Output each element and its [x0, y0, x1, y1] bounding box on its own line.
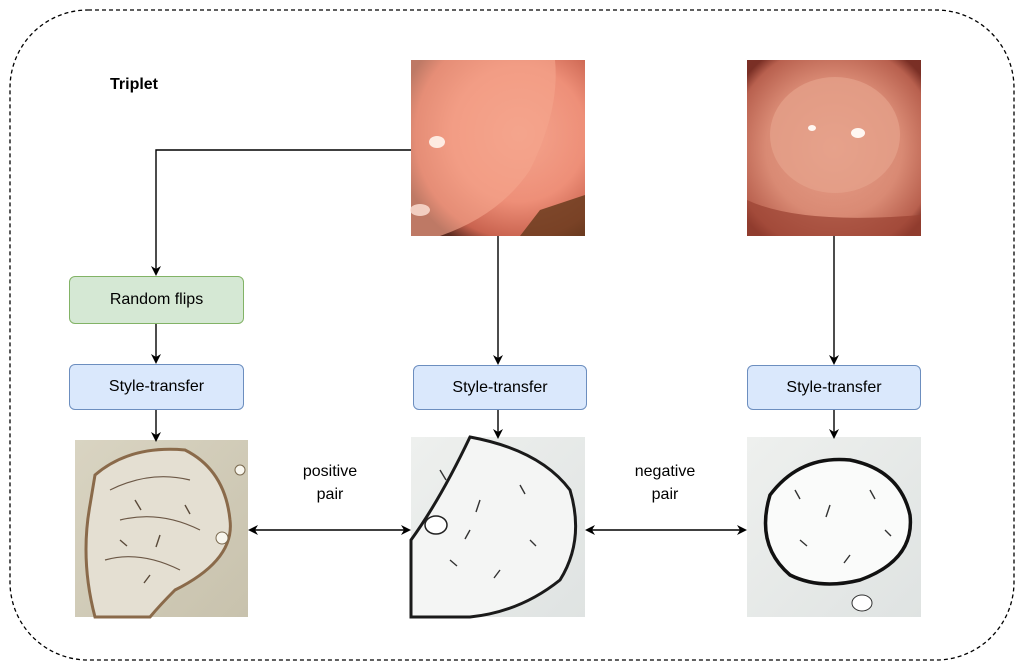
- style-transfer-box-left: Style-transfer: [69, 364, 244, 410]
- positive-pair-label: positive pair: [285, 460, 375, 506]
- stylized-anchor-image: [411, 437, 585, 617]
- diagram-title: Triplet: [110, 76, 158, 94]
- negative-pair-line1: negative: [620, 460, 710, 483]
- style-transfer-box-right: Style-transfer: [747, 365, 921, 410]
- stylized-negative-image: [747, 437, 921, 617]
- stylized-flipped-image: [75, 440, 248, 617]
- negative-pair-line2: pair: [620, 483, 710, 506]
- positive-pair-line1: positive: [285, 460, 375, 483]
- negative-pair-label: negative pair: [620, 460, 710, 506]
- anchor-photo: [410, 60, 585, 236]
- arrow-anchor-to-flips: [156, 150, 411, 274]
- style-transfer-label: Style-transfer: [786, 379, 881, 397]
- negative-photo: [747, 60, 921, 236]
- style-transfer-label: Style-transfer: [452, 379, 547, 397]
- random-flips-box: Random flips: [69, 276, 244, 324]
- random-flips-label: Random flips: [110, 291, 203, 309]
- positive-pair-line2: pair: [285, 483, 375, 506]
- style-transfer-box-center: Style-transfer: [413, 365, 587, 410]
- style-transfer-label: Style-transfer: [109, 378, 204, 396]
